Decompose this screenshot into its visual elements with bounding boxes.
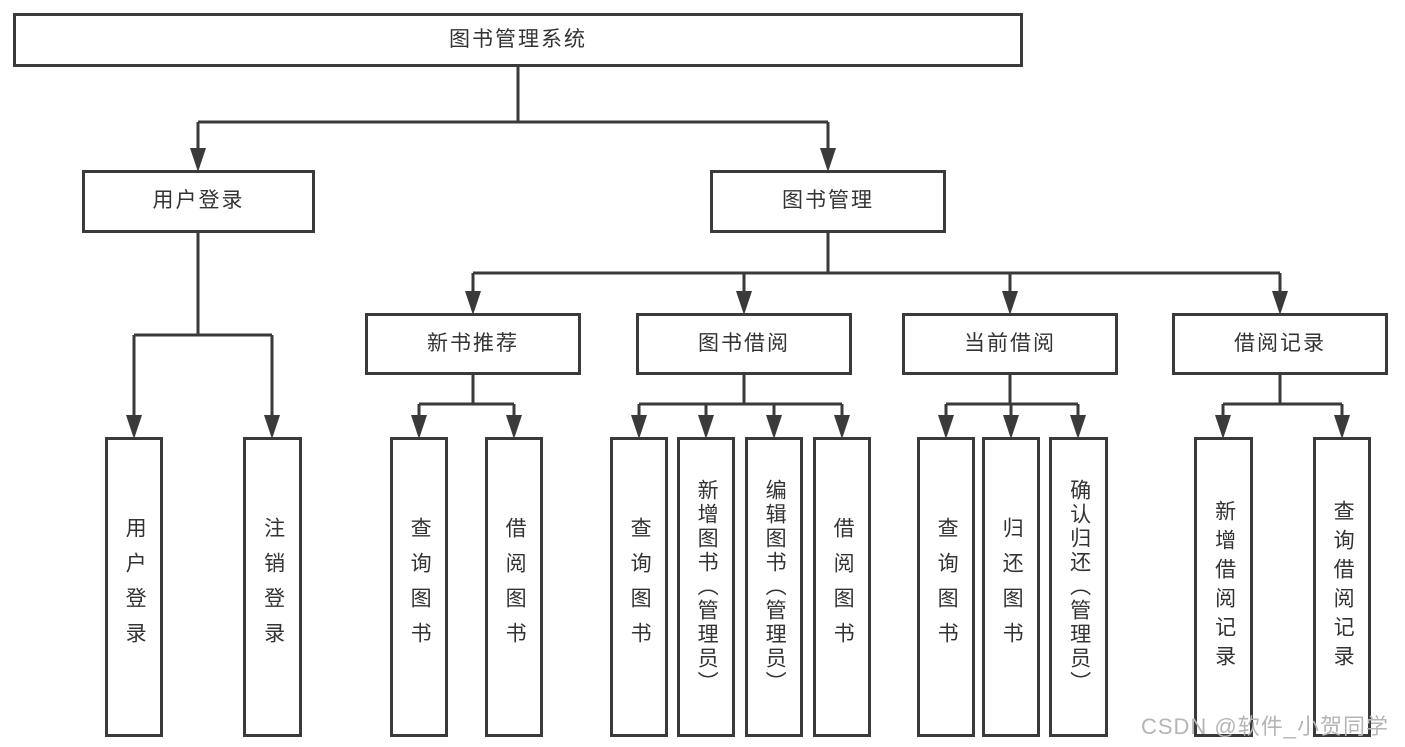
leaf-edit-books-admin: 编辑图书（管理员） [745, 437, 803, 737]
node-new-book-recommend: 新书推荐 [365, 313, 581, 375]
node-label: 用户登录 [152, 189, 245, 213]
node-label: 新增图书（管理员） [695, 479, 719, 695]
node-label: 编辑图书（管理员） [763, 479, 787, 695]
leaf-query-books-current: 查询图书 [917, 437, 975, 737]
node-label: 查询借阅记录 [1331, 500, 1355, 674]
node-book-management: 图书管理 [710, 170, 946, 233]
node-label: 查询图书 [628, 517, 652, 657]
node-library-management-system: 图书管理系统 [13, 13, 1023, 67]
csdn-watermark: CSDN @软件_小贺同学 [1140, 714, 1389, 739]
node-current-borrow: 当前借阅 [902, 313, 1118, 375]
leaf-borrow-books: 借阅图书 [813, 437, 871, 737]
node-label: 借阅记录 [1234, 331, 1326, 355]
node-label: 图书管理系统 [449, 27, 587, 51]
leaf-user-login: 用户登录 [105, 437, 163, 737]
node-label: 用户登录 [123, 517, 147, 657]
leaf-query-borrow-record: 查询借阅记录 [1313, 437, 1371, 737]
node-book-borrow: 图书借阅 [636, 313, 852, 375]
node-label: 图书借阅 [698, 331, 790, 355]
leaf-query-books-recommend: 查询图书 [390, 437, 448, 737]
node-borrow-record: 借阅记录 [1172, 313, 1388, 375]
node-label: 查询图书 [408, 517, 432, 657]
node-label: 注销登录 [261, 517, 285, 657]
node-label: 查询图书 [935, 517, 959, 657]
leaf-add-borrow-record: 新增借阅记录 [1194, 437, 1253, 737]
leaf-return-books: 归还图书 [982, 437, 1040, 737]
node-label: 确认归还（管理员） [1067, 479, 1091, 695]
leaf-borrow-books-recommend: 借阅图书 [485, 437, 543, 737]
node-label: 当前借阅 [964, 331, 1056, 355]
node-label: 新增借阅记录 [1212, 500, 1236, 674]
node-label: 借阅图书 [503, 517, 527, 657]
node-user-login: 用户登录 [82, 170, 315, 233]
node-label: 借阅图书 [831, 517, 855, 657]
leaf-logout-login: 注销登录 [243, 437, 302, 737]
leaf-confirm-return-admin: 确认归还（管理员） [1049, 437, 1108, 737]
node-label: 图书管理 [782, 189, 874, 213]
node-label: 归还图书 [1000, 517, 1024, 657]
leaf-add-books-admin: 新增图书（管理员） [677, 437, 735, 737]
node-label: 新书推荐 [427, 331, 519, 355]
leaf-query-books-borrow: 查询图书 [610, 437, 668, 737]
